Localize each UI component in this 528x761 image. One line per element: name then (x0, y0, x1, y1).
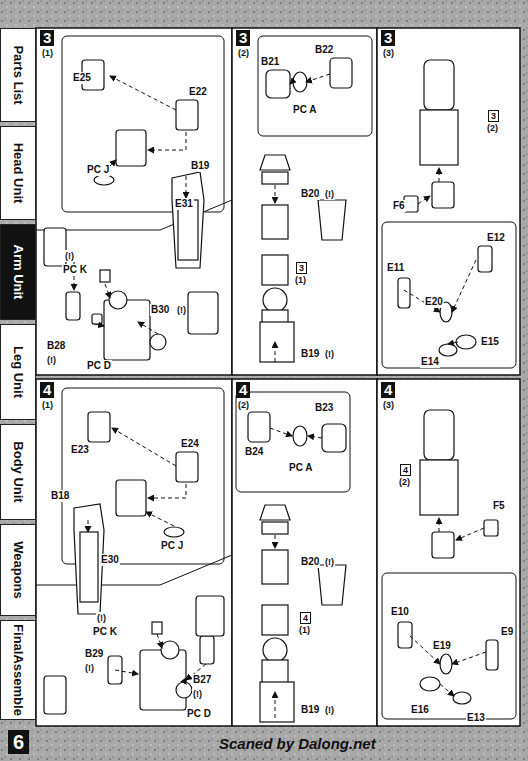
tab-label: Head Unit (11, 143, 26, 204)
step-number: 3 (40, 30, 54, 46)
part-callout: F5 (492, 500, 506, 512)
part-callout: E20 (424, 296, 444, 308)
part-callout: E12 (486, 232, 506, 244)
substep-number: (1) (294, 274, 307, 286)
step-number: 4 (236, 382, 250, 398)
tab-label: Parts List (11, 45, 26, 104)
section-tab: Head Unit (0, 126, 36, 220)
caution-mark: (!) (324, 556, 335, 568)
caution-mark: (!) (192, 688, 203, 700)
part-callout: E22 (188, 86, 208, 98)
substep-number: (2) (237, 399, 250, 411)
part-callout: B20 (300, 556, 320, 568)
watermark: Scaned by Dalong.net (218, 738, 377, 750)
section-tab: Body Unit (0, 424, 36, 520)
part-callout: PC A (292, 104, 318, 116)
part-callout: E13 (466, 712, 486, 724)
caution-mark: (!) (324, 348, 335, 360)
part-callout: PC J (86, 164, 110, 176)
part-callout: B27 (192, 674, 212, 686)
substep-number: (2) (486, 122, 499, 134)
substep-number: (3) (382, 399, 395, 411)
step-reference: 4 (400, 464, 411, 476)
step-number: 4 (40, 382, 54, 398)
substep-number: (2) (398, 476, 411, 488)
tab-label: Weapons (11, 541, 26, 599)
part-callout: E14 (420, 356, 440, 368)
section-tab: Leg Unit (0, 324, 36, 420)
part-callout: F6 (392, 200, 406, 212)
part-callout: E9 (500, 626, 514, 638)
part-callout: E25 (72, 72, 92, 84)
part-callout: E11 (386, 262, 405, 274)
tab-label: Body Unit (11, 441, 26, 502)
part-callout: PC D (186, 708, 212, 720)
part-callout: B29 (84, 648, 104, 660)
part-callout: PC J (160, 540, 184, 552)
part-callout: E15 (480, 336, 500, 348)
part-callout: E10 (390, 606, 410, 618)
part-callout: PC K (62, 264, 88, 276)
step-number: 3 (236, 30, 250, 46)
step-number: 4 (381, 382, 395, 398)
part-callout: B21 (260, 56, 280, 68)
section-tab: Arm Unit (0, 224, 36, 320)
part-callout: E16 (410, 704, 430, 716)
part-callout: B22 (314, 44, 334, 56)
part-callout: E24 (180, 438, 200, 450)
section-tab: FinalAssemble (0, 620, 36, 720)
step-reference: 3 (296, 262, 307, 274)
part-callout: E31 (174, 198, 194, 210)
part-callout: B23 (314, 402, 334, 414)
part-callout: E30 (100, 554, 120, 566)
part-callout: B19 (190, 160, 210, 172)
substep-number: (3) (382, 47, 395, 59)
tab-label: Arm Unit (11, 245, 26, 300)
part-callout: B30 (150, 304, 170, 316)
part-callout: B18 (50, 490, 70, 502)
caution-mark: (!) (176, 304, 187, 316)
part-callout: B24 (244, 446, 264, 458)
tab-label: FinalAssemble (11, 624, 26, 716)
caution-mark: (!) (46, 354, 57, 366)
section-tab: Weapons (0, 524, 36, 616)
substep-number: (1) (298, 624, 311, 636)
section-tab: Parts List (0, 28, 36, 122)
caution-mark: (!) (324, 704, 335, 716)
substep-number: (1) (41, 47, 54, 59)
part-callout: PC A (288, 462, 314, 474)
step-reference: 4 (300, 612, 311, 624)
caution-mark: (!) (96, 612, 107, 624)
tab-label: Leg Unit (11, 346, 26, 398)
page-number: 6 (8, 730, 29, 754)
part-callout: B19 (300, 704, 320, 716)
part-callout: B19 (300, 348, 320, 360)
step-number: 3 (381, 30, 395, 46)
substep-number: (2) (237, 47, 250, 59)
caution-mark: (!) (84, 662, 95, 674)
part-callout: B20 (300, 188, 320, 200)
part-callout: PC K (92, 626, 118, 638)
part-callout: E19 (432, 640, 452, 652)
substep-number: (1) (41, 399, 54, 411)
part-callout: PC D (86, 360, 112, 372)
part-callout: B28 (46, 340, 66, 352)
caution-mark: (!) (64, 250, 75, 262)
caution-mark: (!) (324, 188, 335, 200)
step-reference: 3 (488, 110, 499, 122)
part-callout: E23 (70, 444, 90, 456)
